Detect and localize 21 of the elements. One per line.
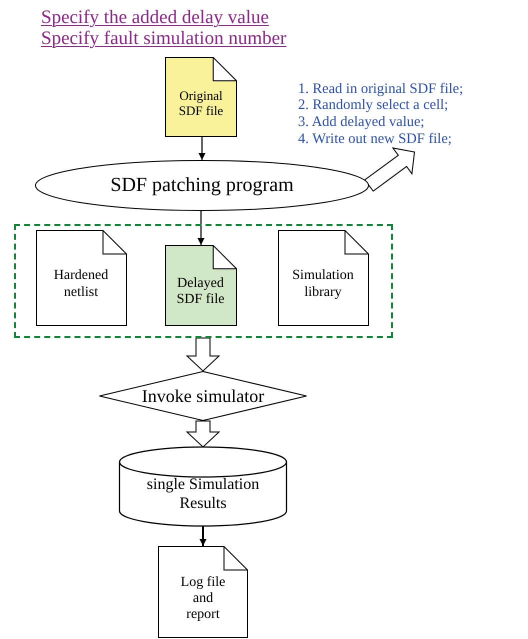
arrow xyxy=(198,211,204,245)
node-label: single Simulation Results xyxy=(146,476,260,513)
node-label: Simulation library xyxy=(291,268,355,301)
step-text: 2. Randomly select a cell; xyxy=(298,97,448,114)
step-text: 4. Write out new SDF file; xyxy=(298,130,452,148)
step-text: 1. Read in original SDF file; xyxy=(298,80,464,98)
instruction-text: Specify fault simulation number xyxy=(41,28,286,49)
block-arrow xyxy=(364,147,416,192)
node-label: Delayed SDF file xyxy=(176,276,226,308)
group-frame xyxy=(14,224,393,338)
node-label: Log file and report xyxy=(180,574,226,624)
block-arrow xyxy=(186,338,220,372)
step-text: 3. Add delayed value; xyxy=(298,114,424,131)
node-label: SDF patching program xyxy=(110,174,294,197)
arrow xyxy=(198,137,206,160)
block-arrow xyxy=(186,420,220,448)
node-label: Invoke simulator xyxy=(142,386,264,406)
instruction-text: Specify the added delay value xyxy=(41,7,270,28)
node-label: Hardened netlist xyxy=(52,268,110,301)
node-label: Original SDF file xyxy=(178,89,224,119)
arrow xyxy=(200,526,206,546)
